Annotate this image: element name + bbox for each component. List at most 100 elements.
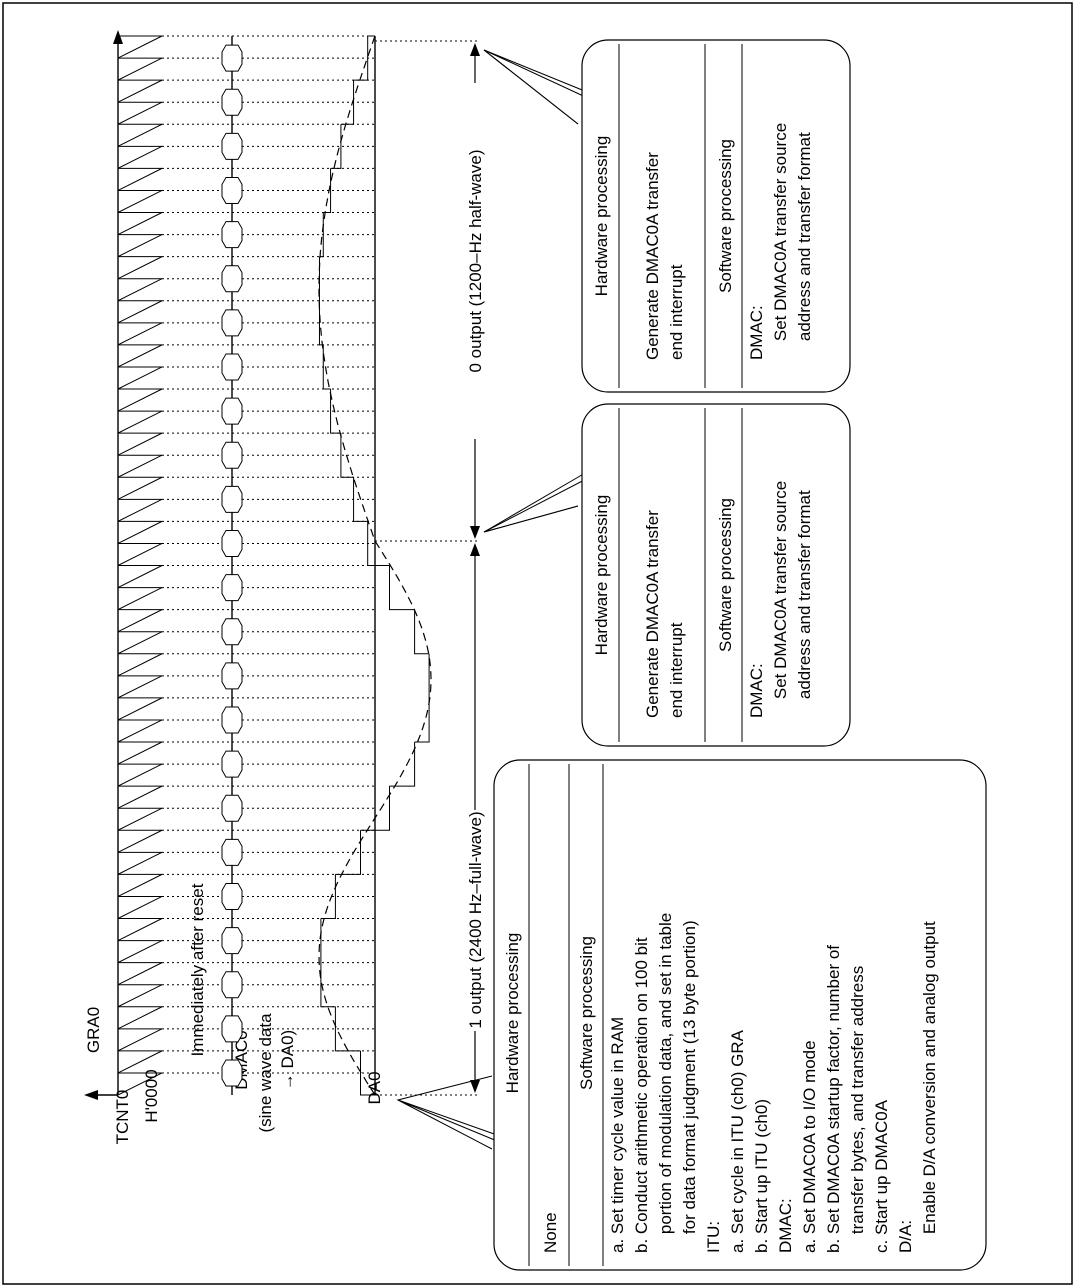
dmac-transfer-hexagon bbox=[221, 309, 243, 337]
sawtooth-ramp bbox=[117, 388, 163, 412]
sawtooth-ramp bbox=[117, 653, 163, 677]
reset-sw-line: c. Start up DMAC0A bbox=[872, 1099, 891, 1253]
sawtooth-ramp bbox=[117, 1050, 163, 1074]
dmac-transfer-hexagon bbox=[221, 88, 243, 116]
sawtooth-ramp bbox=[117, 278, 163, 302]
sawtooth-ramp bbox=[117, 1006, 163, 1030]
dmac-transfer-hexagon bbox=[221, 485, 243, 513]
reset-sw-line: Enable D/A conversion and analog output bbox=[920, 921, 939, 1253]
dmac-transfer-hexagon bbox=[221, 44, 243, 72]
dmac-transfer-hexagon bbox=[221, 529, 243, 557]
reset-hw-none: None bbox=[541, 1212, 560, 1253]
sawtooth-ramp bbox=[117, 145, 163, 169]
sawtooth-ramp bbox=[117, 1028, 163, 1052]
reset-sw-line: b. Conduct arithmetic operation on 100 b… bbox=[632, 937, 651, 1253]
sawtooth-ramp bbox=[117, 741, 163, 765]
sawtooth-ramp bbox=[117, 962, 163, 986]
sawtooth-ramp bbox=[117, 234, 163, 258]
label-sine-wave-data-1: (sine wave data bbox=[256, 1013, 275, 1133]
reset-sw-title: Software processing bbox=[577, 936, 596, 1090]
reset-sw-line: transfer bytes, and transfer address bbox=[848, 966, 867, 1253]
sawtooth-ramp bbox=[117, 697, 163, 721]
reset-sw-line: a. Set timer cycle value in RAM bbox=[608, 1017, 627, 1253]
label-immediately-after-reset: Immediately after reset bbox=[188, 883, 207, 1056]
sawtooth-ramp bbox=[117, 631, 163, 655]
end-sw-title: Software processing bbox=[716, 139, 735, 293]
sawtooth-ramp bbox=[117, 984, 163, 1008]
reset-sw-line: ITU: bbox=[704, 1221, 723, 1253]
sawtooth-ramp bbox=[117, 763, 163, 787]
end-hw-line: end interrupt bbox=[667, 264, 686, 360]
dmac-transfer-hexagon bbox=[221, 132, 243, 160]
tcnt0-axis-arrow bbox=[113, 30, 123, 44]
mid-sw-line: address and transfer format bbox=[795, 490, 814, 718]
sawtooth-ramp bbox=[117, 1072, 163, 1096]
callout-box-end: Hardware processing Software processing … bbox=[581, 39, 851, 393]
end-sw-line: Set DMAC0A transfer source bbox=[771, 123, 790, 360]
label-gra0: GRA0 bbox=[84, 1007, 103, 1053]
sawtooth-ramp bbox=[117, 873, 163, 897]
sawtooth-ramp bbox=[117, 498, 163, 522]
zero-output-label: 0 output (1200–Hz half-wave) bbox=[466, 149, 485, 372]
end-sw-line: DMAC: bbox=[747, 305, 766, 360]
end-sw-line: address and transfer format bbox=[795, 132, 814, 360]
reset-sw-line: b. Start up ITU (ch0) bbox=[752, 1099, 771, 1253]
sawtooth-ramp bbox=[117, 410, 163, 434]
sawtooth-ramp bbox=[117, 940, 163, 964]
sine-envelope-dashed bbox=[318, 35, 432, 1096]
sawtooth-ramp bbox=[117, 123, 163, 147]
dmac-transfer-hexagon bbox=[221, 927, 243, 955]
mid-hw-title: Hardware processing bbox=[592, 495, 611, 656]
mid-sw-text: DMAC: Set DMAC0A transfer source address… bbox=[747, 481, 814, 718]
dmac-transfer-hexagon bbox=[221, 618, 243, 646]
reset-sw-line: a. Set cycle in ITU (ch0) GRA bbox=[728, 1029, 747, 1253]
dmac-transfer-hexagon bbox=[221, 971, 243, 999]
sawtooth-ramp bbox=[117, 256, 163, 280]
sawtooth-ramp bbox=[117, 542, 163, 566]
dmac-transfer-hexagon bbox=[221, 794, 243, 822]
sawtooth-ramp bbox=[117, 344, 163, 368]
dmac-transfer-hexagon bbox=[221, 882, 243, 910]
sawtooth-ramp bbox=[117, 719, 163, 743]
mid-sw-line: DMAC: bbox=[747, 663, 766, 718]
sawtooth-ramp bbox=[117, 322, 163, 346]
dmac-transfer-hexagon bbox=[221, 750, 243, 778]
dmac-transfer-hexagon bbox=[221, 441, 243, 469]
end-sw-text: DMAC: Set DMAC0A transfer source address… bbox=[747, 123, 814, 360]
sawtooth-ramp bbox=[117, 476, 163, 500]
sawtooth-ramp bbox=[117, 35, 163, 59]
sawtooth-ramp bbox=[117, 79, 163, 103]
tick-guides bbox=[162, 35, 375, 1074]
sawtooth-ramp bbox=[117, 300, 163, 324]
reset-sw-line: for data format judgment (13 byte portio… bbox=[680, 920, 699, 1253]
dmac-transfer-hexagon bbox=[221, 1059, 243, 1087]
sawtooth-ramp bbox=[117, 829, 163, 853]
sawtooth-ramp bbox=[117, 189, 163, 213]
dmac-transfer-hexagon bbox=[221, 221, 243, 249]
reset-sw-line: a. Set DMAC0A to I/O mode bbox=[800, 1040, 819, 1253]
sawtooth-ramp bbox=[117, 520, 163, 544]
reset-hw-title: Hardware processing bbox=[503, 933, 522, 1094]
sawtooth-ramp bbox=[117, 366, 163, 390]
sawtooth-ramp bbox=[117, 454, 163, 478]
dmac-transfer-hexagon bbox=[221, 706, 243, 734]
signal-labels: TCNT0 GRA0 H'0000 Immediately after rese… bbox=[84, 883, 384, 1144]
dmac-transfer-hexagon bbox=[221, 574, 243, 602]
callout-pointers bbox=[396, 49, 593, 1150]
sawtooth-ramp bbox=[117, 895, 163, 919]
mid-sw-title: Software processing bbox=[716, 498, 735, 652]
sawtooth-ramp bbox=[117, 807, 163, 831]
mid-hw-line: Generate DMAC0A transfer bbox=[643, 510, 662, 718]
reset-sw-text: a. Set timer cycle value in RAM b. Conduc… bbox=[608, 913, 939, 1253]
sawtooth-ramp bbox=[117, 432, 163, 456]
da0-staircase-output bbox=[318, 35, 430, 1096]
one-output-label: 1 output (2400 Hz–full-wave) bbox=[466, 811, 485, 1028]
sawtooth-ramp bbox=[117, 851, 163, 875]
label-tcnt0: TCNT0 bbox=[113, 1090, 132, 1145]
sawtooth-ramp bbox=[117, 587, 163, 611]
sawtooth-wave bbox=[117, 35, 163, 1096]
dmac-transfer-hexagon bbox=[221, 353, 243, 381]
